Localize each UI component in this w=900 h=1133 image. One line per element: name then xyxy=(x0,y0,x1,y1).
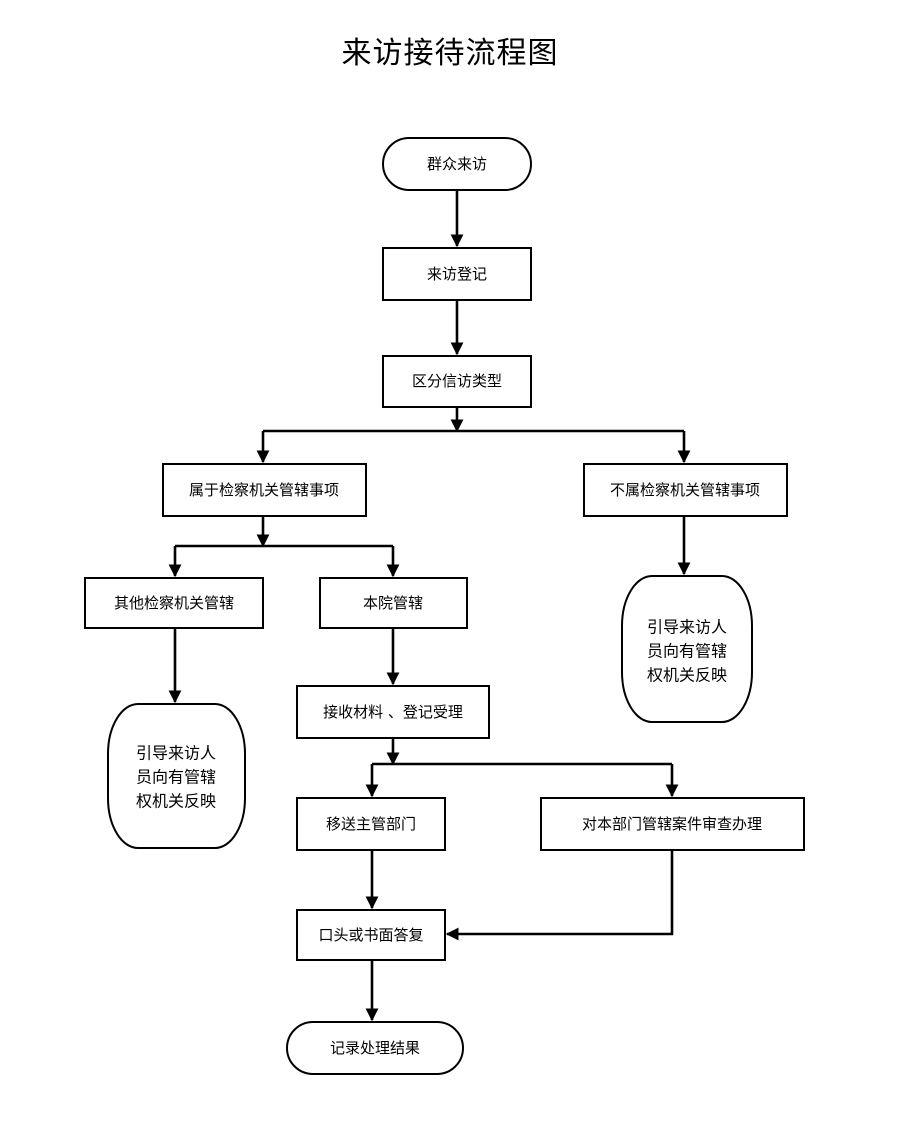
node-start-label: 群众来访 xyxy=(427,155,487,173)
node-this-court: 本院管辖 xyxy=(319,577,468,629)
node-this-court-label: 本院管辖 xyxy=(363,594,423,612)
node-guide-left-line-3: 权机关反映 xyxy=(136,792,216,811)
node-receive-label: 接收材料 、登记受理 xyxy=(323,703,463,721)
node-guide-right-line-1: 引导来访人 xyxy=(647,618,727,637)
node-out-scope-label: 不属检察机关管辖事项 xyxy=(610,481,760,499)
node-transfer-label: 移送主管部门 xyxy=(326,815,416,833)
node-guide-right-line-2: 员向有管辖 xyxy=(647,642,727,661)
node-other-procuratorate: 其他检察机关管辖 xyxy=(84,577,264,629)
node-guide-right: 引导来访人 员向有管辖 权机关反映 xyxy=(621,575,753,723)
node-classify: 区分信访类型 xyxy=(382,355,532,408)
edge-review-to-reply xyxy=(445,850,674,941)
node-receive: 接收材料 、登记受理 xyxy=(296,685,490,739)
node-other-procuratorate-label: 其他检察机关管辖 xyxy=(114,594,234,612)
node-guide-left-line-2: 员向有管辖 xyxy=(136,768,216,787)
node-register-label: 来访登记 xyxy=(427,265,487,283)
node-transfer: 移送主管部门 xyxy=(296,797,446,851)
edges xyxy=(168,190,691,1022)
node-classify-label: 区分信访类型 xyxy=(412,372,502,390)
node-guide-left-line-1: 引导来访人 xyxy=(136,744,216,763)
node-review-label: 对本部门管辖案件审查办理 xyxy=(582,815,762,833)
node-start: 群众来访 xyxy=(382,137,532,191)
node-guide-right-line-3: 权机关反映 xyxy=(647,666,727,685)
node-record: 记录处理结果 xyxy=(286,1021,464,1075)
node-in-scope: 属于检察机关管辖事项 xyxy=(162,463,367,517)
page-title: 来访接待流程图 xyxy=(341,36,559,71)
node-guide-left: 引导来访人 员向有管辖 权机关反映 xyxy=(107,703,246,849)
node-review: 对本部门管辖案件审查办理 xyxy=(540,797,805,851)
node-record-label: 记录处理结果 xyxy=(330,1039,420,1057)
node-reply: 口头或书面答复 xyxy=(296,909,446,961)
node-reply-label: 口头或书面答复 xyxy=(318,926,423,944)
node-register: 来访登记 xyxy=(382,247,532,301)
node-out-scope: 不属检察机关管辖事项 xyxy=(583,463,788,517)
node-in-scope-label: 属于检察机关管辖事项 xyxy=(189,481,339,499)
